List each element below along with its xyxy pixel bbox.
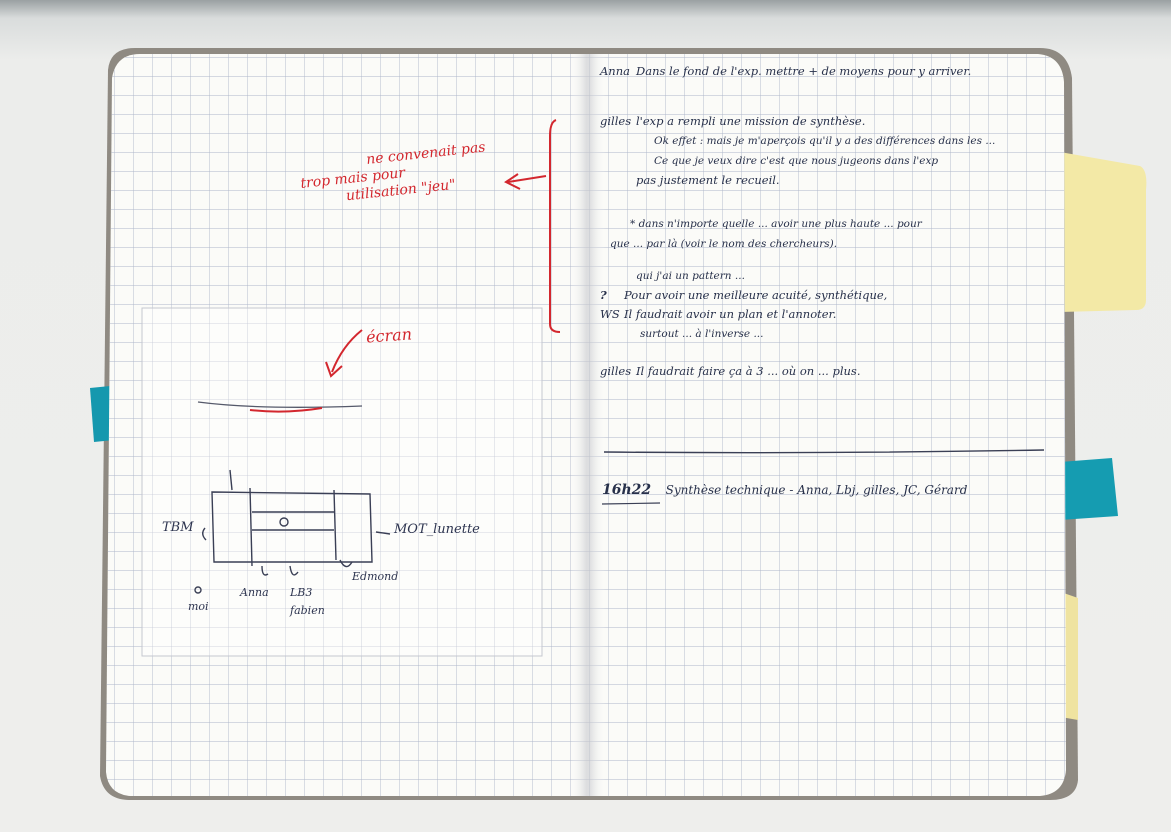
entry-text: * dans n'importe quelle ... avoir une pl… bbox=[630, 218, 922, 230]
entry-row: ? Pour avoir une meilleure acuité, synthé… bbox=[600, 286, 1050, 305]
entry-row: Ce que je veux dire c'est que nous jugeo… bbox=[600, 151, 1050, 171]
entry-text: Ok effet : mais je m'aperçois qu'il y a … bbox=[654, 135, 996, 147]
red-bracket bbox=[504, 119, 561, 333]
entry-tag: gilles bbox=[600, 364, 632, 378]
entry-text: qui j'ai un pattern ... bbox=[636, 270, 745, 282]
entry-tag: gilles bbox=[600, 114, 632, 128]
label-moi: moi bbox=[188, 600, 209, 613]
label-anna: Anna bbox=[240, 586, 269, 599]
label-lb3: LB3 bbox=[290, 586, 313, 599]
entry-row: gilles l'exp a rempli une mission de synt… bbox=[600, 112, 1050, 131]
entry-row: surtout ... à l'inverse ... bbox=[600, 324, 1050, 344]
entry-text: Pour avoir une meilleure acuité, synthét… bbox=[624, 288, 888, 302]
page-divider-rule bbox=[601, 449, 1045, 505]
sketch-table bbox=[194, 469, 391, 594]
entry-row: * dans n'importe quelle ... avoir une pl… bbox=[600, 214, 1050, 234]
final-line-time: 16h22 bbox=[602, 482, 652, 498]
entry-row: qui j'ai un pattern ... bbox=[600, 266, 1050, 286]
entry-row: Ok effet : mais je m'aperçois qu'il y a … bbox=[600, 131, 1050, 151]
label-fabien: fabien bbox=[290, 604, 325, 617]
sticky-tab-cyan-right bbox=[1060, 458, 1118, 520]
final-line: 16h22 Synthèse technique - Anna, Lbj, gi… bbox=[602, 482, 967, 498]
sticky-tab-yellow-top bbox=[1060, 152, 1147, 312]
entry-tag: Anna bbox=[600, 64, 630, 78]
final-line-text: Synthèse technique - Anna, Lbj, gilles, … bbox=[665, 483, 968, 497]
right-page-notes: Anna Dans le fond de l'exp. mettre + de m… bbox=[600, 62, 1050, 381]
right-page bbox=[588, 54, 1066, 796]
entry-row: pas justement le recueil. bbox=[600, 171, 1050, 190]
sketch-screen-line bbox=[197, 401, 363, 413]
entry-row: que ... par là (voir le nom des chercheu… bbox=[600, 234, 1050, 254]
entry-text: Dans le fond de l'exp. mettre + de moyen… bbox=[636, 64, 972, 78]
entry-row: Anna Dans le fond de l'exp. mettre + de m… bbox=[600, 62, 1050, 100]
entry-row: WS Il faudrait avoir un plan et l'annoter… bbox=[600, 305, 1050, 324]
label-edmond: Edmond bbox=[352, 570, 399, 583]
entry-text: pas justement le recueil. bbox=[636, 173, 780, 187]
entry-text: Il faudrait faire ça à 3 ... où on ... p… bbox=[636, 364, 861, 378]
screen-label: écran bbox=[365, 324, 413, 347]
entry-row: gilles Il faudrait faire ça à 3 ... où on… bbox=[600, 362, 1050, 381]
entry-text: que ... par là (voir le nom des chercheu… bbox=[610, 238, 838, 250]
entry-text: l'exp a rempli une mission de synthèse. bbox=[636, 114, 866, 128]
entry-text: Il faudrait avoir un plan et l'annoter. bbox=[624, 307, 837, 321]
entry-text: Ce que je veux dire c'est que nous jugeo… bbox=[654, 155, 939, 167]
entry-tag: WS bbox=[600, 307, 620, 321]
entry-text: surtout ... à l'inverse ... bbox=[640, 328, 764, 340]
label-tbm: TBM bbox=[162, 520, 194, 535]
entry-tag: ? bbox=[600, 288, 607, 302]
screen-arrow bbox=[325, 329, 363, 378]
label-mot-lunette: MOT_lunette bbox=[394, 522, 480, 537]
